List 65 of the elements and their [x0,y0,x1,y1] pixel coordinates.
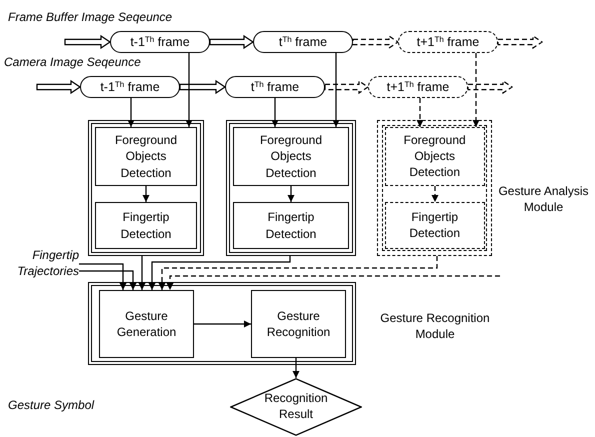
node-text: Foreground Objects Detection [402,132,467,180]
block-arrow [467,80,514,94]
module-box [88,120,204,256]
node-text: Gesture Generation [116,308,178,340]
frame-box [398,31,498,53]
arrow [194,320,251,328]
block-arrow [352,34,400,50]
node-text: t+1$^{Th}$ frame [416,35,480,49]
node-text: t-1$^{Th}$ frame [130,35,190,49]
sequence-label: Frame Buffer Image Seqeunce [8,10,172,24]
block-arrow [64,34,112,50]
frame-box [253,31,353,53]
arrow [416,98,424,127]
arrow [288,186,294,202]
input-label-text: Fingertip Trajectories [16,248,79,280]
arrow [148,256,291,290]
process-box [384,126,485,186]
block-arrow [324,80,370,94]
node-text: Fingertip Detection [264,209,318,242]
arrow [158,256,438,290]
process-box [99,290,194,358]
node-text: t$^{Th}$ frame [250,80,300,94]
node-text: t+1$^{Th}$ frame [386,80,450,94]
frame-box [110,31,210,53]
arrow [166,275,500,290]
module-box [377,120,492,256]
module-box [226,120,356,256]
process-box [384,202,485,249]
node-text: Foreground Objects Detection [258,132,324,181]
block-arrow [497,34,544,50]
arrow [332,53,340,127]
block-arrow [36,80,82,94]
arrow [138,256,146,290]
process-box [233,127,349,186]
sequence-label: Gesture Symbol [8,398,94,412]
arrow [79,263,126,290]
process-box [95,127,197,186]
frame-box [368,76,468,98]
arrow [128,98,134,127]
module-label: Gesture Recognition Module [379,311,491,342]
decision-diamond [230,378,362,436]
module-label: Gesture Analysis Module [497,184,590,216]
process-box [233,202,349,249]
module-box [88,282,356,365]
node-text: Recognition Result [263,391,329,423]
frame-box [80,76,180,98]
node-text: Gesture Recognition [266,308,332,340]
sequence-label: Camera Image Seqeunce [4,55,141,69]
node-text: Foreground Objects Detection [114,132,178,181]
process-box [95,202,197,249]
arrow [272,98,278,127]
node-text: t$^{Th}$ frame [278,35,328,49]
arrow [186,53,192,127]
arrow [142,186,150,202]
arrow [432,186,438,202]
frame-box [225,76,325,98]
node-text: Fingertip Detection [408,209,462,242]
block-arrow [209,34,254,50]
process-box [251,290,346,358]
arrow [292,358,300,378]
arrow [79,270,136,290]
node-text: Fingertip Detection [120,209,172,242]
block-arrow [179,80,226,94]
arrow [472,53,480,127]
node-text: t-1$^{Th}$ frame [100,80,160,94]
